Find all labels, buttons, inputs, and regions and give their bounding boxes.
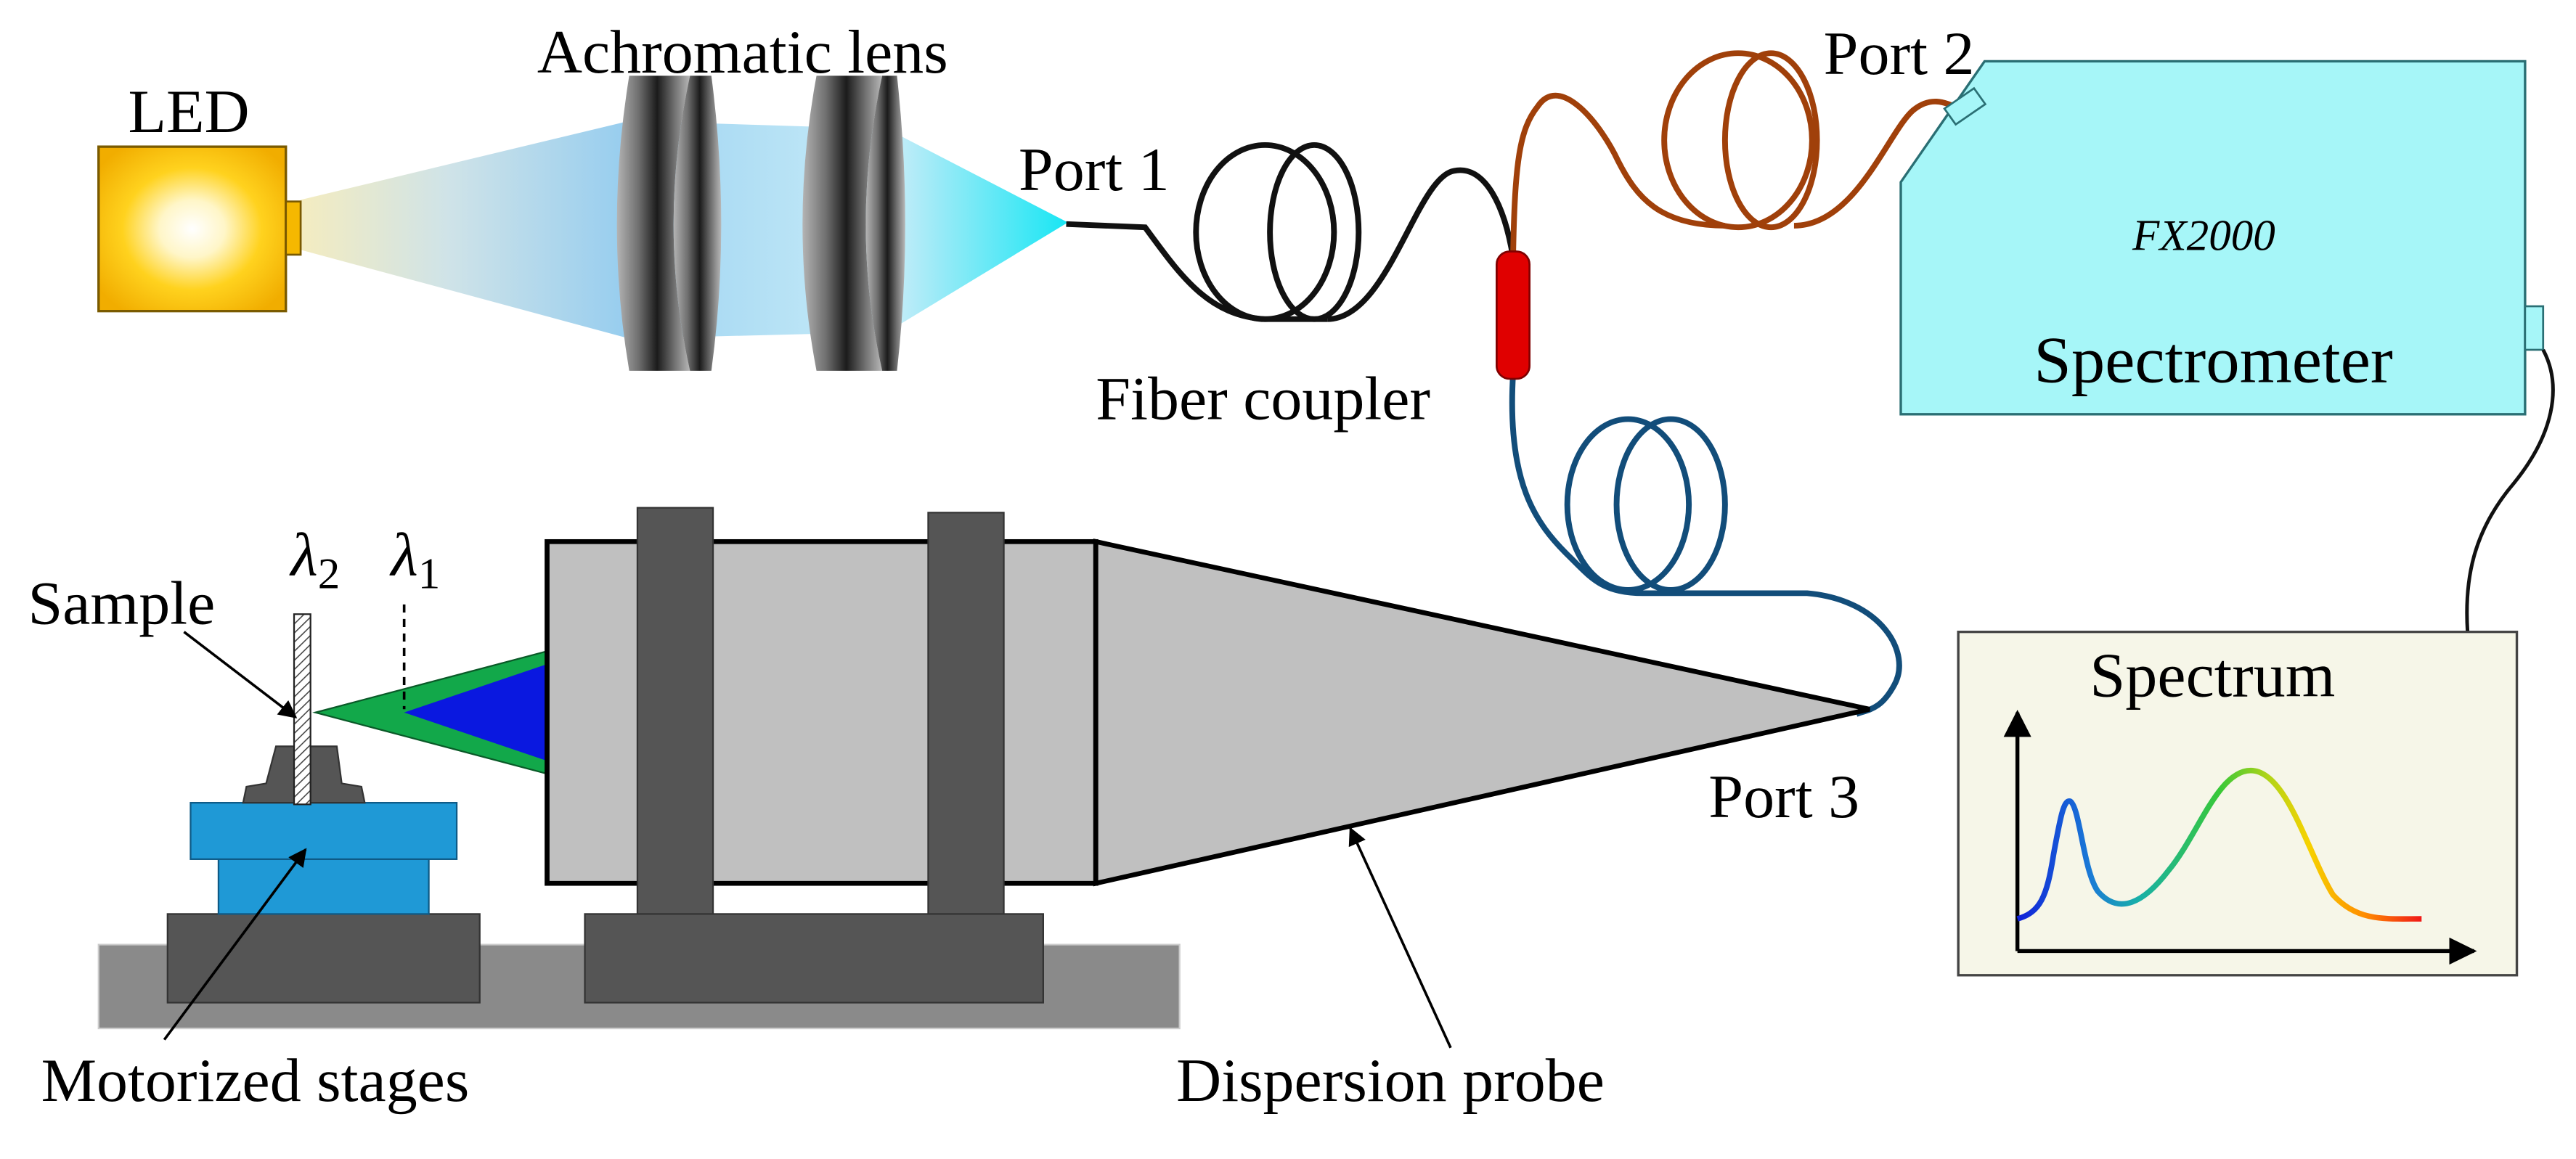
port2-label: Port 2 [1824,20,1975,88]
motorized-stages-label: Motorized stages [41,1047,470,1115]
fiber-coupler-icon [1496,250,1530,380]
lambda1-symbol: λ [389,522,418,589]
achromatic-lens-label: Achromatic lens [537,19,948,86]
motorized-stages-pointer [163,848,307,1041]
lambda2-subscript: 2 [318,550,341,598]
spectrum-curve-icon [2016,767,2422,922]
probe-taper [1093,538,1870,887]
motorized-stage-icon [217,858,430,915]
dispersion-probe-pointer [1348,827,1452,1049]
fiber-port1 [1066,142,1516,322]
spectrum-panel-frame [1957,631,2519,977]
motorized-stage [166,613,481,1004]
led-source [97,145,302,313]
achromatic-lens-1 [616,75,722,371]
led-label: LED [128,78,249,146]
achromatic-lens-2 [802,75,905,371]
led-connector [285,200,302,256]
dispersion-probe-icon [545,538,1099,886]
probe-mount-post-2 [927,512,1005,925]
fiber-coupler-label: Fiber coupler [1096,365,1430,433]
spectrometer-label: Spectrometer [2034,323,2392,396]
achromatic-lens-icon [616,75,690,371]
sample-plate-icon [293,613,311,806]
stage-base [166,913,481,1004]
port3-label: Port 3 [1708,763,1859,831]
spectrometer-usb-connector [2524,305,2545,351]
achromatic-lens-element [865,75,905,371]
stage-top-plate [189,802,458,860]
spectrometer-port-connector [1943,86,1987,126]
fiber-port2 [1510,50,1960,258]
data-cable [2465,348,2555,632]
probe-mount-post-1 [636,507,714,925]
spectrometer-model-label: FX2000 [2132,212,2275,260]
fiber-port3 [1509,374,1902,717]
lambda1-label: λ1 [389,522,441,599]
probe-cone-blue [404,664,547,761]
dispersion-probe [312,507,1870,1004]
lambda1-subscript: 1 [418,550,441,598]
sample-pointer [183,631,298,718]
lambda2-label: λ2 [288,522,340,599]
spectrometer-box-icon [1899,60,2527,416]
led-source-icon [97,145,288,313]
light-beam-1 [301,120,629,339]
achromatic-lens-element [673,75,722,371]
spectrometer: FX2000 Spectrometer [1899,60,2545,416]
achromatic-lens-icon [802,75,883,371]
dispersion-probe-label: Dispersion probe [1176,1047,1605,1115]
port1-label: Port 1 [1019,136,1170,204]
spectrum-panel: Spectrum [1957,631,2519,977]
lambda2-symbol: λ [288,522,317,589]
spectrum-title: Spectrum [2090,640,2335,710]
probe-mount-base [584,913,1044,1004]
sample-label: Sample [28,570,215,637]
